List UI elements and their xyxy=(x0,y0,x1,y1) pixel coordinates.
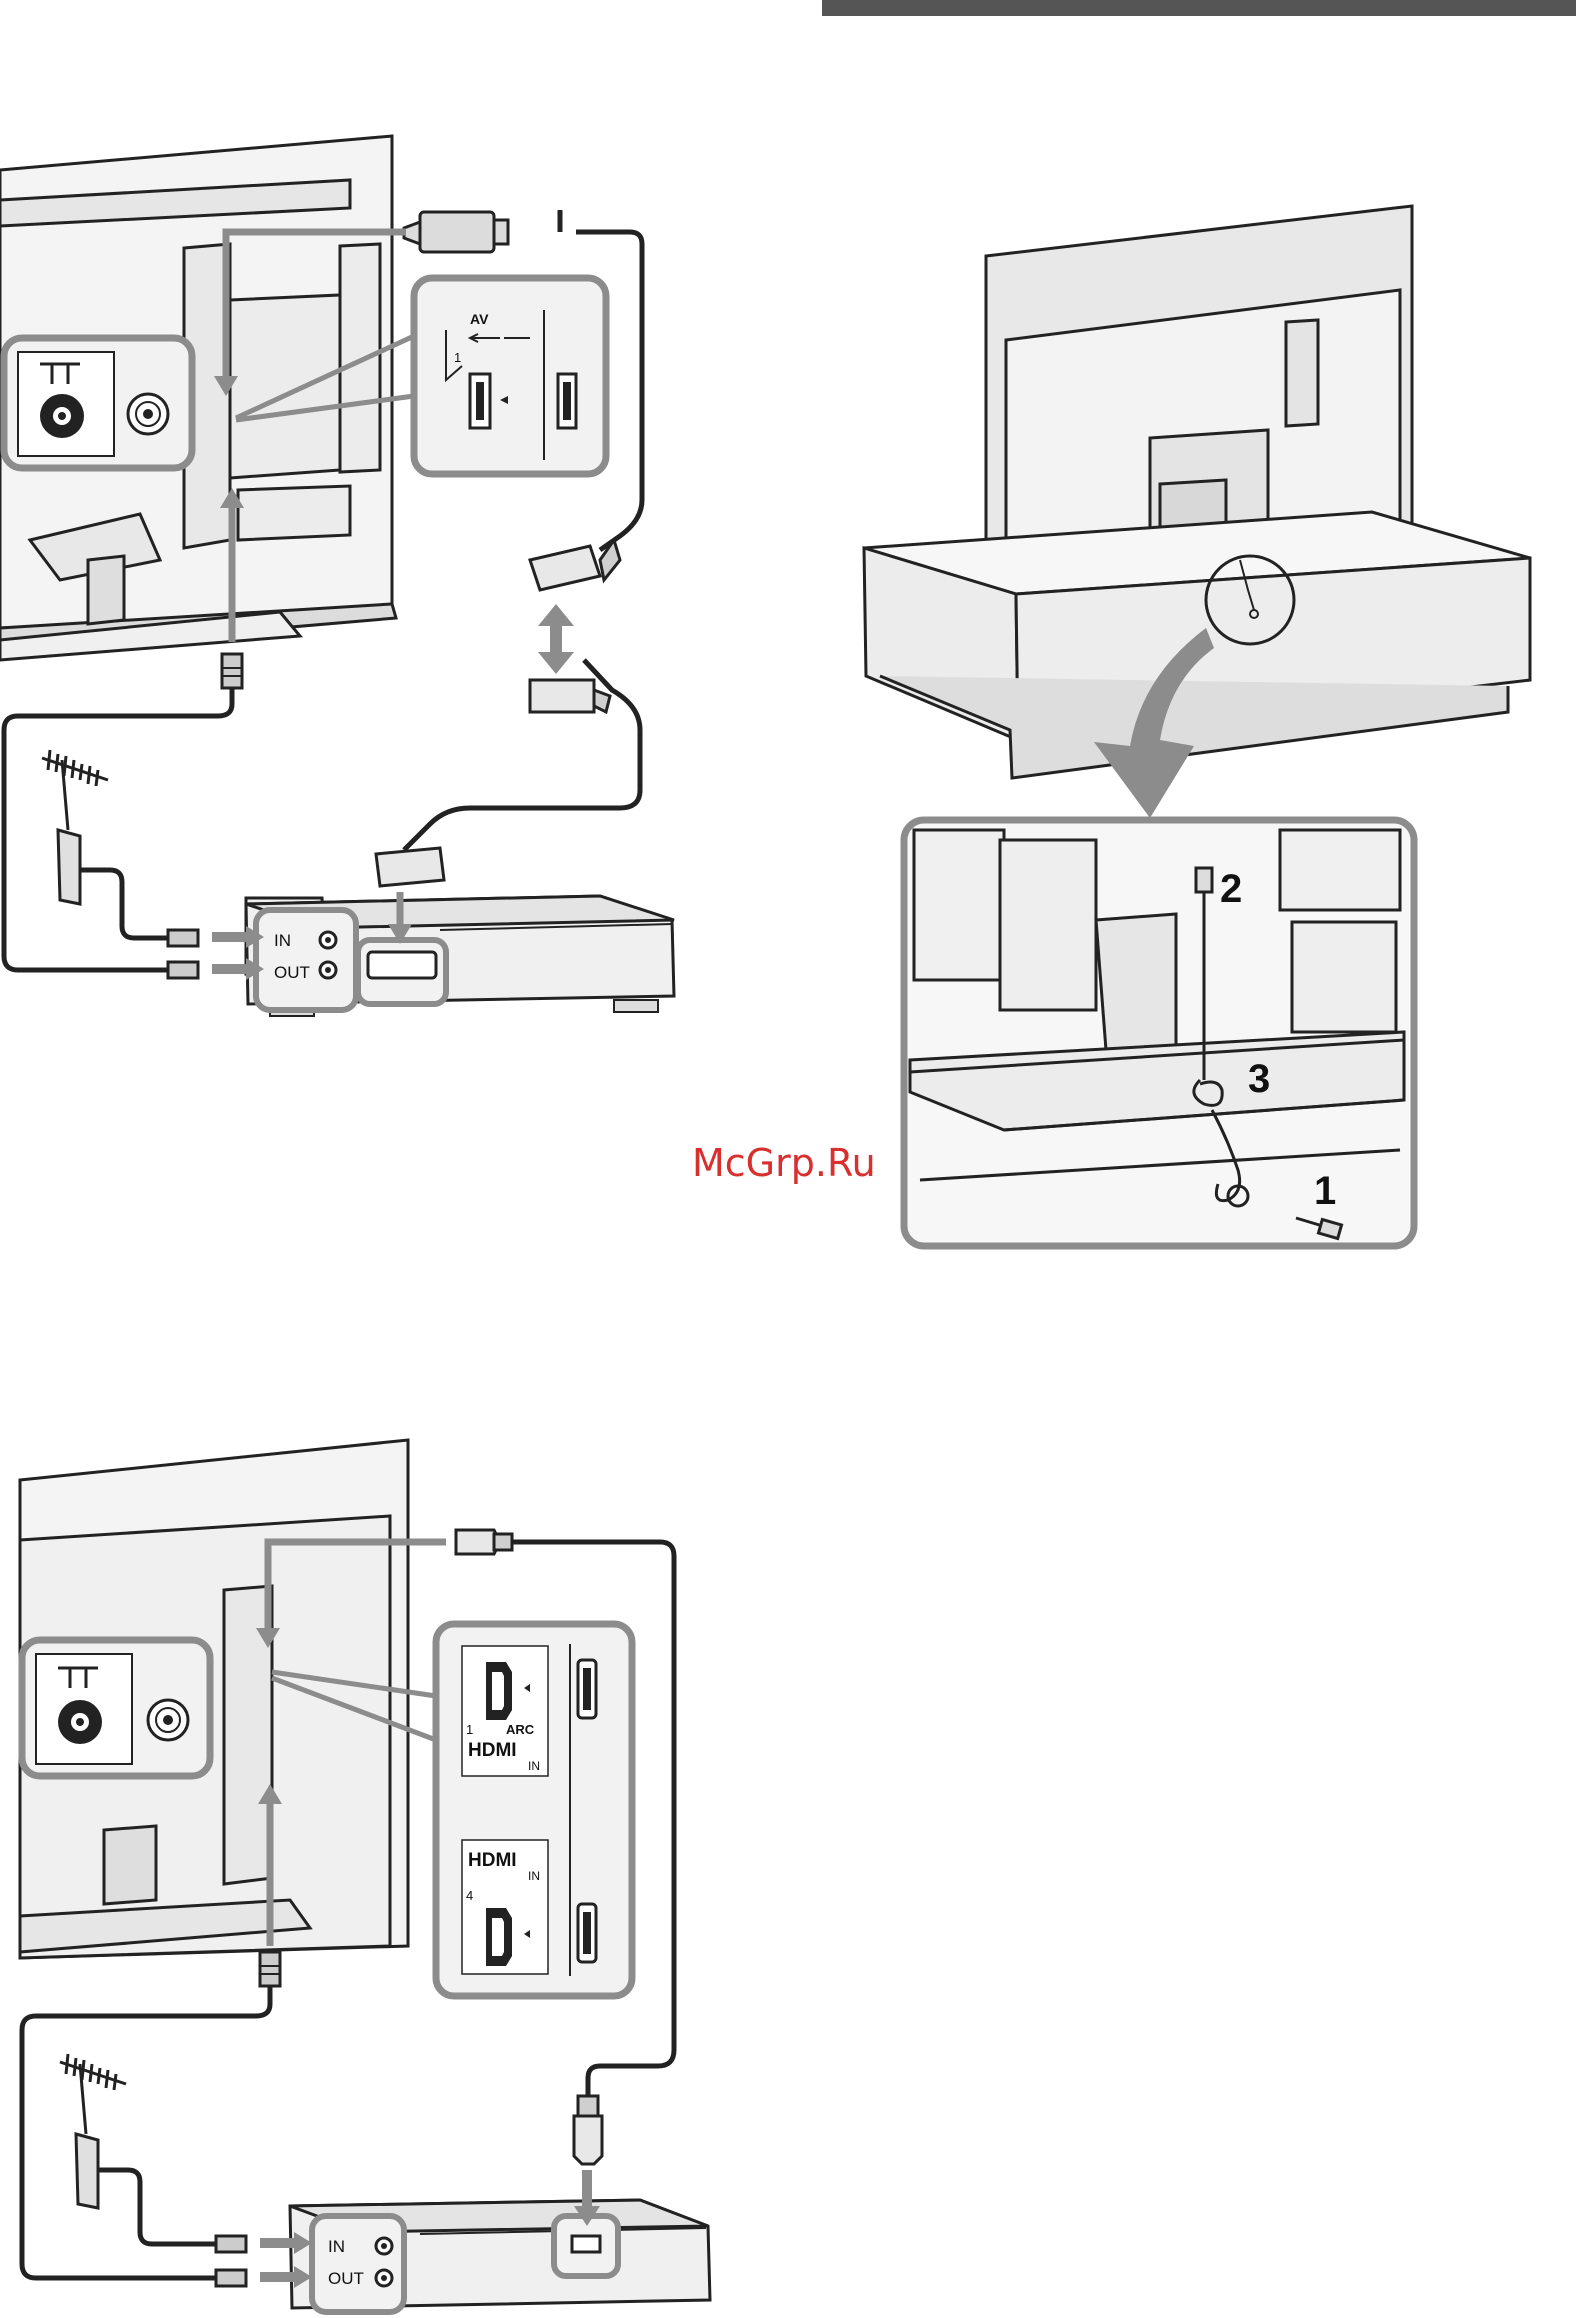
tv-coax-plug-top xyxy=(222,654,242,688)
hdmi-port-1-number: 1 xyxy=(466,1722,473,1737)
coax-tv-cable xyxy=(4,688,232,970)
strap-step-3: 3 xyxy=(1248,1057,1270,1101)
strap-diagram: 2 3 1 xyxy=(864,206,1530,1246)
recorder-in-label: IN xyxy=(274,931,291,950)
scart-diagram: AV 1 xyxy=(0,136,674,1016)
hdmi-logo-bottom: HDMI xyxy=(468,1850,517,1871)
scart-connector-lower xyxy=(530,680,610,712)
aerial-cable-top xyxy=(80,870,168,938)
strap-step-2: 2 xyxy=(1220,867,1242,911)
recorder-out-label-bottom: OUT xyxy=(328,2269,364,2288)
aerial-antenna-top xyxy=(42,750,108,904)
hdmi-plug-top xyxy=(456,1530,512,1554)
aerial-cable-bottom xyxy=(98,2170,216,2244)
watermark-text: McGrp.Ru xyxy=(692,1141,876,1185)
strap-step-1: 1 xyxy=(1314,1169,1336,1213)
coax-tv-cable-bottom xyxy=(22,1986,270,2278)
hdmi-in-bottom: IN xyxy=(528,1869,540,1883)
recorder-hdmi-socket xyxy=(572,2236,600,2252)
hdmi-plug-recorder xyxy=(574,2096,602,2164)
recorder-rf-callout xyxy=(256,910,356,1010)
recorder-coax-plugs xyxy=(168,930,198,978)
recorder-scart-socket xyxy=(368,952,436,978)
scart-plug-top xyxy=(404,212,508,252)
hdmi-in-top: IN xyxy=(528,1759,540,1773)
recorder-coax-plugs-bottom xyxy=(216,2236,246,2286)
recorder-in-label-bottom: IN xyxy=(328,2237,345,2256)
connect-double-arrow xyxy=(538,604,574,674)
tv-coax-plug-bottom xyxy=(260,1952,280,1986)
aerial-antenna-bottom xyxy=(60,2054,126,2208)
hdmi-logo-top: HDMI xyxy=(468,1740,517,1761)
hdmi-port-4-number: 4 xyxy=(466,1888,473,1903)
av-label: AV xyxy=(470,311,489,327)
recorder-rf-callout-bottom xyxy=(312,2216,404,2312)
scart-port-number: 1 xyxy=(454,350,461,365)
recorder-out-label: OUT xyxy=(274,963,310,982)
hdmi-diagram: 1 ARC HDMI IN HDMI IN 4 xyxy=(20,1440,710,2312)
header-bar xyxy=(822,0,1576,16)
hdmi-arc-label: ARC xyxy=(506,1722,535,1737)
scart-plug-recorder xyxy=(376,848,444,886)
